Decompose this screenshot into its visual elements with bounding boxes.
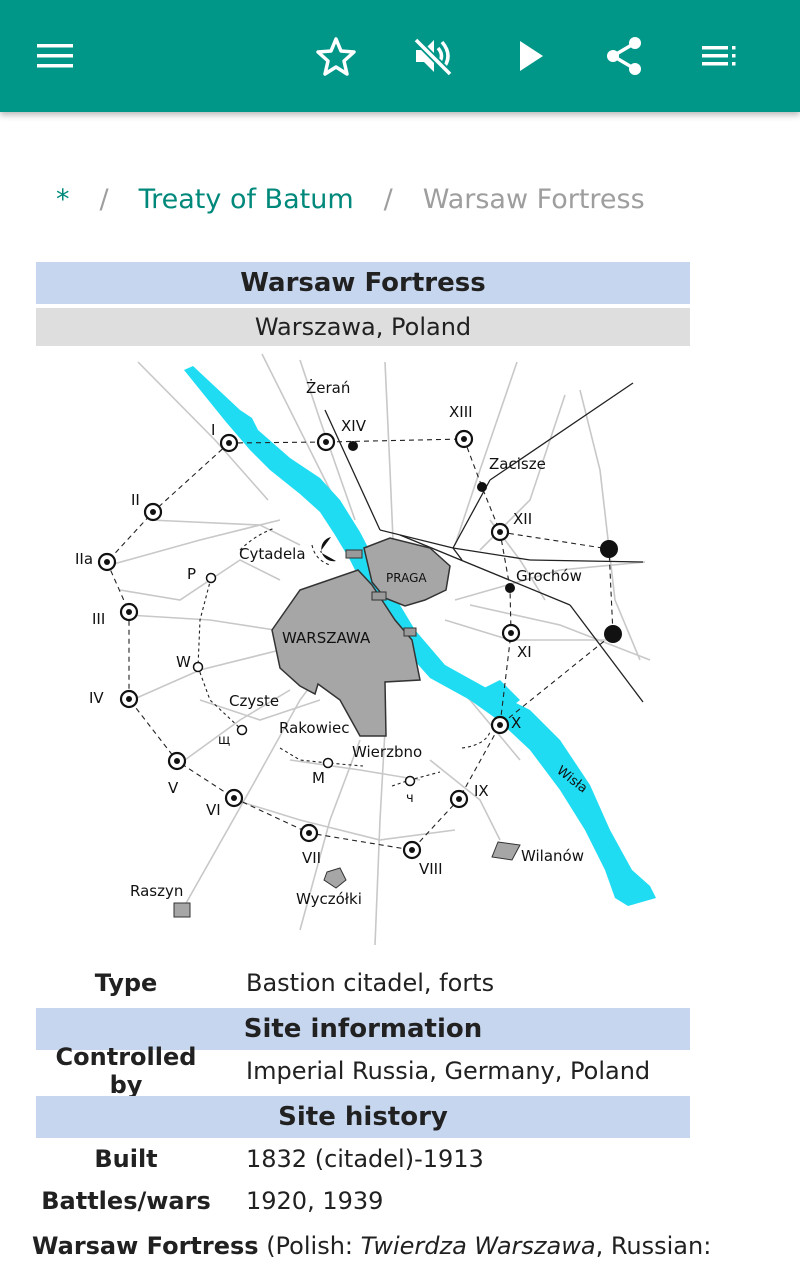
battles-value: 1920, 1939 xyxy=(246,1187,384,1215)
breadcrumb: * / Treaty of Batum / Warsaw Fortress xyxy=(56,178,645,220)
map-label: P xyxy=(187,565,196,583)
star-icon xyxy=(316,37,356,76)
article-text: (Polish: xyxy=(258,1232,361,1260)
play-icon xyxy=(520,41,543,71)
breadcrumb-home-link[interactable]: * xyxy=(56,183,70,215)
minor-forts xyxy=(192,572,416,787)
contents-button[interactable] xyxy=(684,20,756,92)
map-label: IV xyxy=(89,689,104,707)
map-label: VII xyxy=(302,849,321,867)
bookmark-button[interactable] xyxy=(300,20,372,92)
map-label: III xyxy=(92,610,105,628)
fort-ring-outer xyxy=(106,438,614,851)
map-label: Czyste xyxy=(229,692,279,710)
controlled-by-value: Imperial Russia, Germany, Poland xyxy=(246,1057,651,1085)
outlying-villages xyxy=(173,841,521,918)
breadcrumb-current: Warsaw Fortress xyxy=(422,183,645,215)
menu-icon xyxy=(37,44,73,68)
type-label: Type xyxy=(94,969,158,997)
breadcrumb-separator: / xyxy=(99,183,109,215)
map-label: X xyxy=(511,714,521,732)
map-label: Wilanów xyxy=(521,847,584,865)
major-forts xyxy=(97,429,622,860)
map-label: IIa xyxy=(75,550,93,568)
warszawa-district xyxy=(271,569,421,737)
built-row: Built 1832 (citadel)-1913 xyxy=(36,1138,690,1180)
mute-button[interactable] xyxy=(396,20,468,92)
map-label: WARSZAWA xyxy=(282,629,371,647)
site-history-header: Site history xyxy=(36,1096,690,1138)
playlist-icon xyxy=(702,46,736,66)
battles-label: Battles/wars xyxy=(41,1187,211,1215)
map-label: XII xyxy=(513,510,532,528)
app-toolbar xyxy=(0,0,800,112)
share-icon xyxy=(607,37,641,75)
map-label: XIII xyxy=(449,403,473,421)
article-paragraph: Warsaw Fortress (Polish: Twierdza Warsza… xyxy=(32,1224,772,1268)
built-label: Built xyxy=(94,1145,158,1173)
built-value: 1832 (citadel)-1913 xyxy=(246,1145,484,1173)
wisla-river xyxy=(184,366,656,906)
map-label: Wyczółki xyxy=(296,890,362,908)
breadcrumb-parent-link[interactable]: Treaty of Batum xyxy=(138,183,354,215)
map-label: VIII xyxy=(419,860,443,878)
map-label: щ xyxy=(218,733,230,748)
type-row: Type Bastion citadel, forts xyxy=(36,962,690,1004)
praga-district xyxy=(363,537,451,607)
map-label: Rakowiec xyxy=(279,719,350,737)
road-network xyxy=(109,353,651,946)
map-label: I xyxy=(211,421,215,439)
map-label: Cytadela xyxy=(239,545,306,563)
volume-off-icon xyxy=(413,37,452,76)
share-button[interactable] xyxy=(588,20,660,92)
map-label: VI xyxy=(206,801,221,819)
breadcrumb-separator: / xyxy=(383,183,393,215)
map-label: W xyxy=(176,653,191,671)
infobox-title: Warsaw Fortress xyxy=(36,262,690,304)
article-text: , Russian: xyxy=(595,1232,712,1260)
map-label: V xyxy=(168,779,179,797)
fortress-map[interactable]: Żerań XIV XIII I Zacisze II XII Cytadela… xyxy=(36,350,690,946)
wisla-branch xyxy=(480,680,520,712)
infobox-location: Warszawa, Poland xyxy=(36,308,690,346)
bridges xyxy=(345,549,417,637)
map-label: Raszyn xyxy=(130,882,183,900)
map-label: Grochów xyxy=(516,567,582,585)
controlled-by-label: Controlled by xyxy=(55,1043,197,1099)
map-label: Wierzbno xyxy=(352,743,422,761)
railway-lines xyxy=(324,382,644,703)
map-label: ч xyxy=(406,791,414,806)
map-label: XI xyxy=(517,643,532,661)
controlled-by-row: Controlled by Imperial Russia, Germany, … xyxy=(36,1043,690,1099)
map-label: II xyxy=(131,491,140,509)
map-label: M xyxy=(312,769,325,787)
map-label: Zacisze xyxy=(489,455,546,473)
article-subject: Warsaw Fortress xyxy=(32,1232,259,1260)
cytadela-fort xyxy=(320,537,336,562)
type-value: Bastion citadel, forts xyxy=(246,969,495,997)
map-label: Żerań xyxy=(306,378,350,397)
map-label: XIV xyxy=(341,417,367,435)
menu-button[interactable] xyxy=(20,20,92,92)
play-button[interactable] xyxy=(494,20,566,92)
battles-row: Battles/wars 1920, 1939 xyxy=(36,1180,690,1222)
map-labels: Żerań XIV XIII I Zacisze II XII Cytadela… xyxy=(75,378,590,908)
site-information-header: Site information xyxy=(36,1008,690,1050)
map-label: IX xyxy=(474,782,489,800)
map-label: PRAGA xyxy=(386,571,427,585)
article-polish-name: Twierdza Warszawa xyxy=(360,1232,596,1260)
